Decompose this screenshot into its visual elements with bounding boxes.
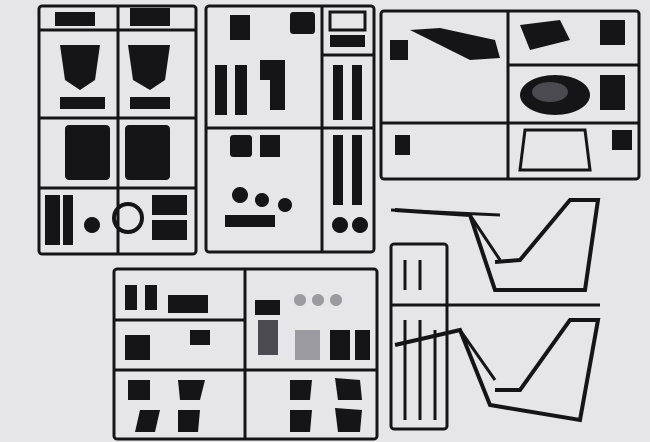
sprue-d [112,267,379,441]
sprue-b [204,4,376,254]
sprue-a [37,4,198,256]
sprue-c-parts [390,20,632,172]
sprue-a-parts [45,8,187,245]
sprue-d-parts [125,285,370,432]
sprue-b-parts [215,10,368,233]
sprue-frame [389,198,601,431]
sprue-c [379,9,641,181]
